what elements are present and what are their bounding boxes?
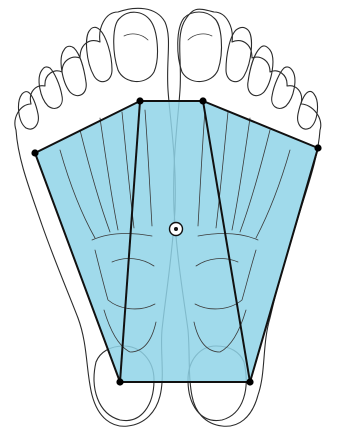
left-toe-3 (61, 46, 86, 95)
vertex-right-fifth-met (314, 144, 321, 151)
vertex-left-heel (116, 378, 123, 385)
vertex-left-big-toe (136, 97, 143, 104)
vertex-right-heel (246, 378, 253, 385)
right-toe-2 (226, 27, 251, 81)
left-big-toe (114, 12, 158, 81)
right-toe-4 (272, 67, 295, 108)
left-toe-5 (19, 92, 39, 129)
vertex-right-big-toe (199, 97, 206, 104)
center-of-pressure-marker (170, 223, 183, 236)
shaded-region (35, 101, 318, 382)
vertex-left-fifth-met (31, 149, 38, 156)
